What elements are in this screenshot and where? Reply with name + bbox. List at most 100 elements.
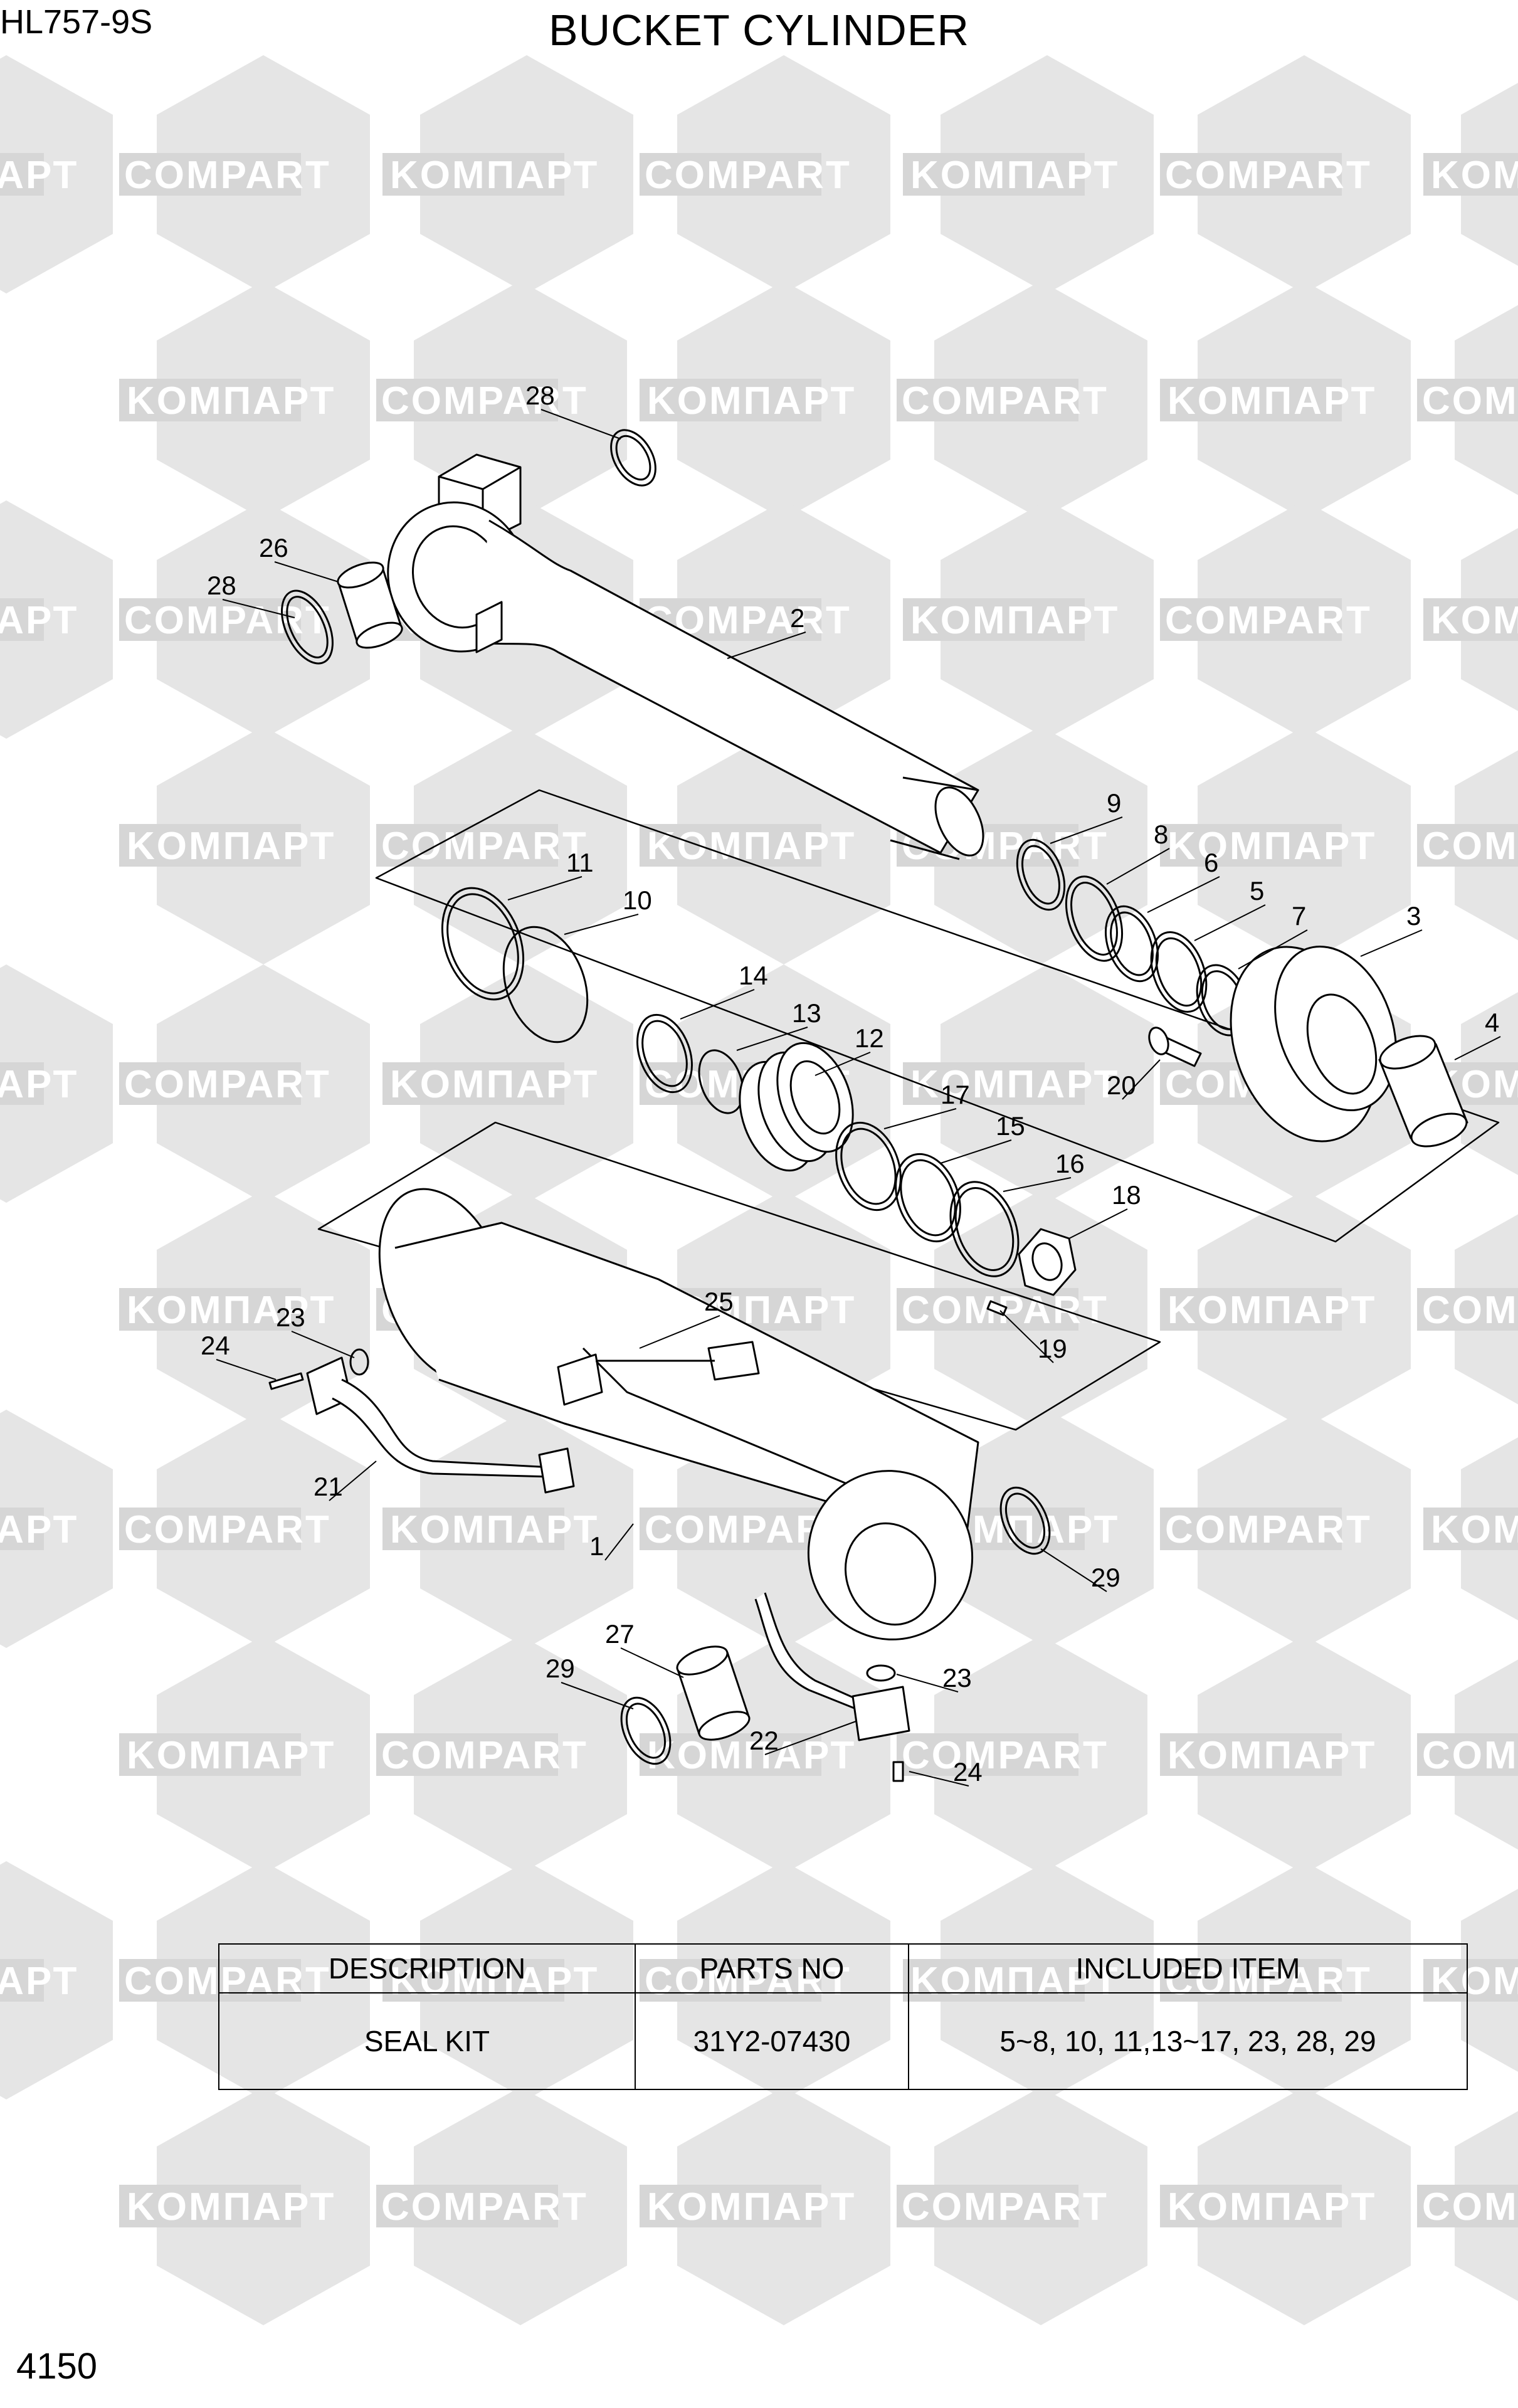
watermark-tile: KOMПАРТ COMPART — [0, 964, 370, 1203]
ring-14 — [636, 1013, 693, 1094]
watermark-text: KOMПАРТ — [127, 2185, 335, 2229]
piston-group-outline — [375, 789, 1500, 1243]
cylinder-parts — [268, 429, 1500, 1782]
callout-14: 14 — [739, 961, 768, 990]
watermark-text: KOMПАРТ — [127, 379, 335, 423]
callout-27: 27 — [605, 1619, 635, 1649]
ring-6 — [1104, 905, 1159, 983]
leader-line — [896, 1674, 959, 1692]
callout-28: 28 — [207, 571, 236, 600]
column-header-included-item: INCLUDED ITEM — [908, 1943, 1468, 1993]
column-header-parts-no: PARTS NO — [635, 1943, 909, 1993]
watermark-text: COMPART — [124, 1508, 331, 1551]
pipe-22 — [754, 1592, 910, 1741]
pipe-21 — [306, 1356, 575, 1494]
watermark-text: KOMПАРТ — [390, 1508, 599, 1551]
watermark-text: KOMПАРТ — [647, 825, 856, 868]
watermark-text: KOMПАРТ — [910, 599, 1119, 642]
o-ring-23-bottom — [866, 1664, 896, 1682]
watermark-text: KOMПАРТ — [0, 599, 78, 642]
leader-line — [764, 1721, 857, 1755]
watermark-text: KOMПАРТ — [1167, 2185, 1376, 2229]
callout-5: 5 — [1250, 876, 1264, 906]
bolt-24-top — [268, 1372, 304, 1390]
watermark-text: COMPART — [1422, 825, 1518, 868]
leader-line — [1360, 929, 1423, 957]
leader-line — [1147, 876, 1220, 913]
leader-line — [329, 1460, 377, 1501]
callout-18: 18 — [1112, 1180, 1141, 1210]
dust-ring-29-right — [999, 1486, 1051, 1555]
watermark-text: COMPART — [1422, 1289, 1518, 1332]
leader-line — [883, 1108, 957, 1129]
leader-line — [639, 1315, 720, 1349]
o-ring-10 — [502, 926, 589, 1043]
callout-19: 19 — [1038, 1334, 1067, 1363]
callout-12: 12 — [855, 1023, 884, 1053]
leader-line — [680, 989, 755, 1020]
leader-line — [561, 1682, 634, 1709]
leader-line — [1454, 1036, 1501, 1060]
leader-line — [620, 1647, 684, 1678]
table-row: SEAL KIT 31Y2-07430 5~8, 10, 11,13~17, 2… — [218, 1992, 1468, 2090]
dust-ring-28-left — [281, 589, 334, 665]
leader-line — [999, 1310, 1054, 1363]
watermark-text: KOMПАРТ — [910, 1063, 1119, 1106]
callout-24: 24 — [953, 1757, 983, 1787]
callout-7: 7 — [1292, 901, 1306, 931]
watermark-text: COMPART — [124, 599, 331, 642]
leader-line — [1122, 1059, 1161, 1100]
cell-included-item: 5~8, 10, 11,13~17, 23, 28, 29 — [908, 1992, 1468, 2090]
dust-ring-28-top — [610, 429, 656, 487]
watermark-text: KOMПАРТ — [1167, 1289, 1376, 1332]
bushing-26 — [337, 561, 403, 649]
column-header-description: DESCRIPTION — [218, 1943, 636, 1993]
watermark-text: KOMПАРТ — [127, 1734, 335, 1777]
cell-description: SEAL KIT — [218, 1992, 636, 2090]
watermark-text: COMPART — [902, 2185, 1109, 2229]
page-number: 4150 — [16, 2346, 98, 2387]
callout-15: 15 — [996, 1111, 1025, 1141]
o-ring-23-top — [349, 1348, 369, 1376]
watermark-text: COMPART — [902, 379, 1109, 423]
leader-line — [216, 1359, 277, 1380]
leader-line — [909, 1771, 969, 1787]
table-header-row: DESCRIPTION PARTS NO INCLUDED ITEM — [218, 1943, 1468, 1993]
watermark-text: COMPART — [1165, 154, 1372, 197]
leader-line — [1238, 929, 1308, 969]
watermark-tile: KOMПАРТ COMPART — [0, 500, 370, 739]
watermark-text: KOMПАРТ — [1167, 1734, 1376, 1777]
piston-rod — [387, 453, 984, 860]
leader-line — [814, 1052, 871, 1076]
watermark-text: COMPART — [645, 154, 851, 197]
watermark-text: KOMПАРТ — [0, 1063, 78, 1106]
leader-line — [736, 1027, 808, 1051]
leader-line — [274, 561, 339, 583]
callout-29: 29 — [1091, 1563, 1120, 1592]
watermark-text: COMPART — [124, 1063, 331, 1106]
callout-11: 11 — [566, 848, 594, 877]
watermark-text: KOMПАРТ — [390, 1063, 599, 1106]
dust-ring-29-bottom — [620, 1696, 672, 1765]
leader-line — [540, 409, 621, 440]
watermark-text: KOMПАРТ — [127, 1289, 335, 1332]
leader-line — [222, 599, 295, 618]
leader-line — [1194, 904, 1266, 941]
leader-lines — [216, 409, 1501, 1787]
watermark-tile: KOMПАРТ COMPART — [1160, 2087, 1518, 2325]
leader-line — [507, 876, 582, 900]
callout-1: 1 — [589, 1531, 604, 1561]
watermark-text: COMPART — [1422, 2185, 1518, 2229]
ring-16 — [949, 1181, 1020, 1277]
watermark-text: KOMПАРТ — [647, 379, 856, 423]
watermark-text: COMPART — [124, 154, 331, 197]
watermark-text: KOMПАРТ — [1431, 154, 1518, 197]
